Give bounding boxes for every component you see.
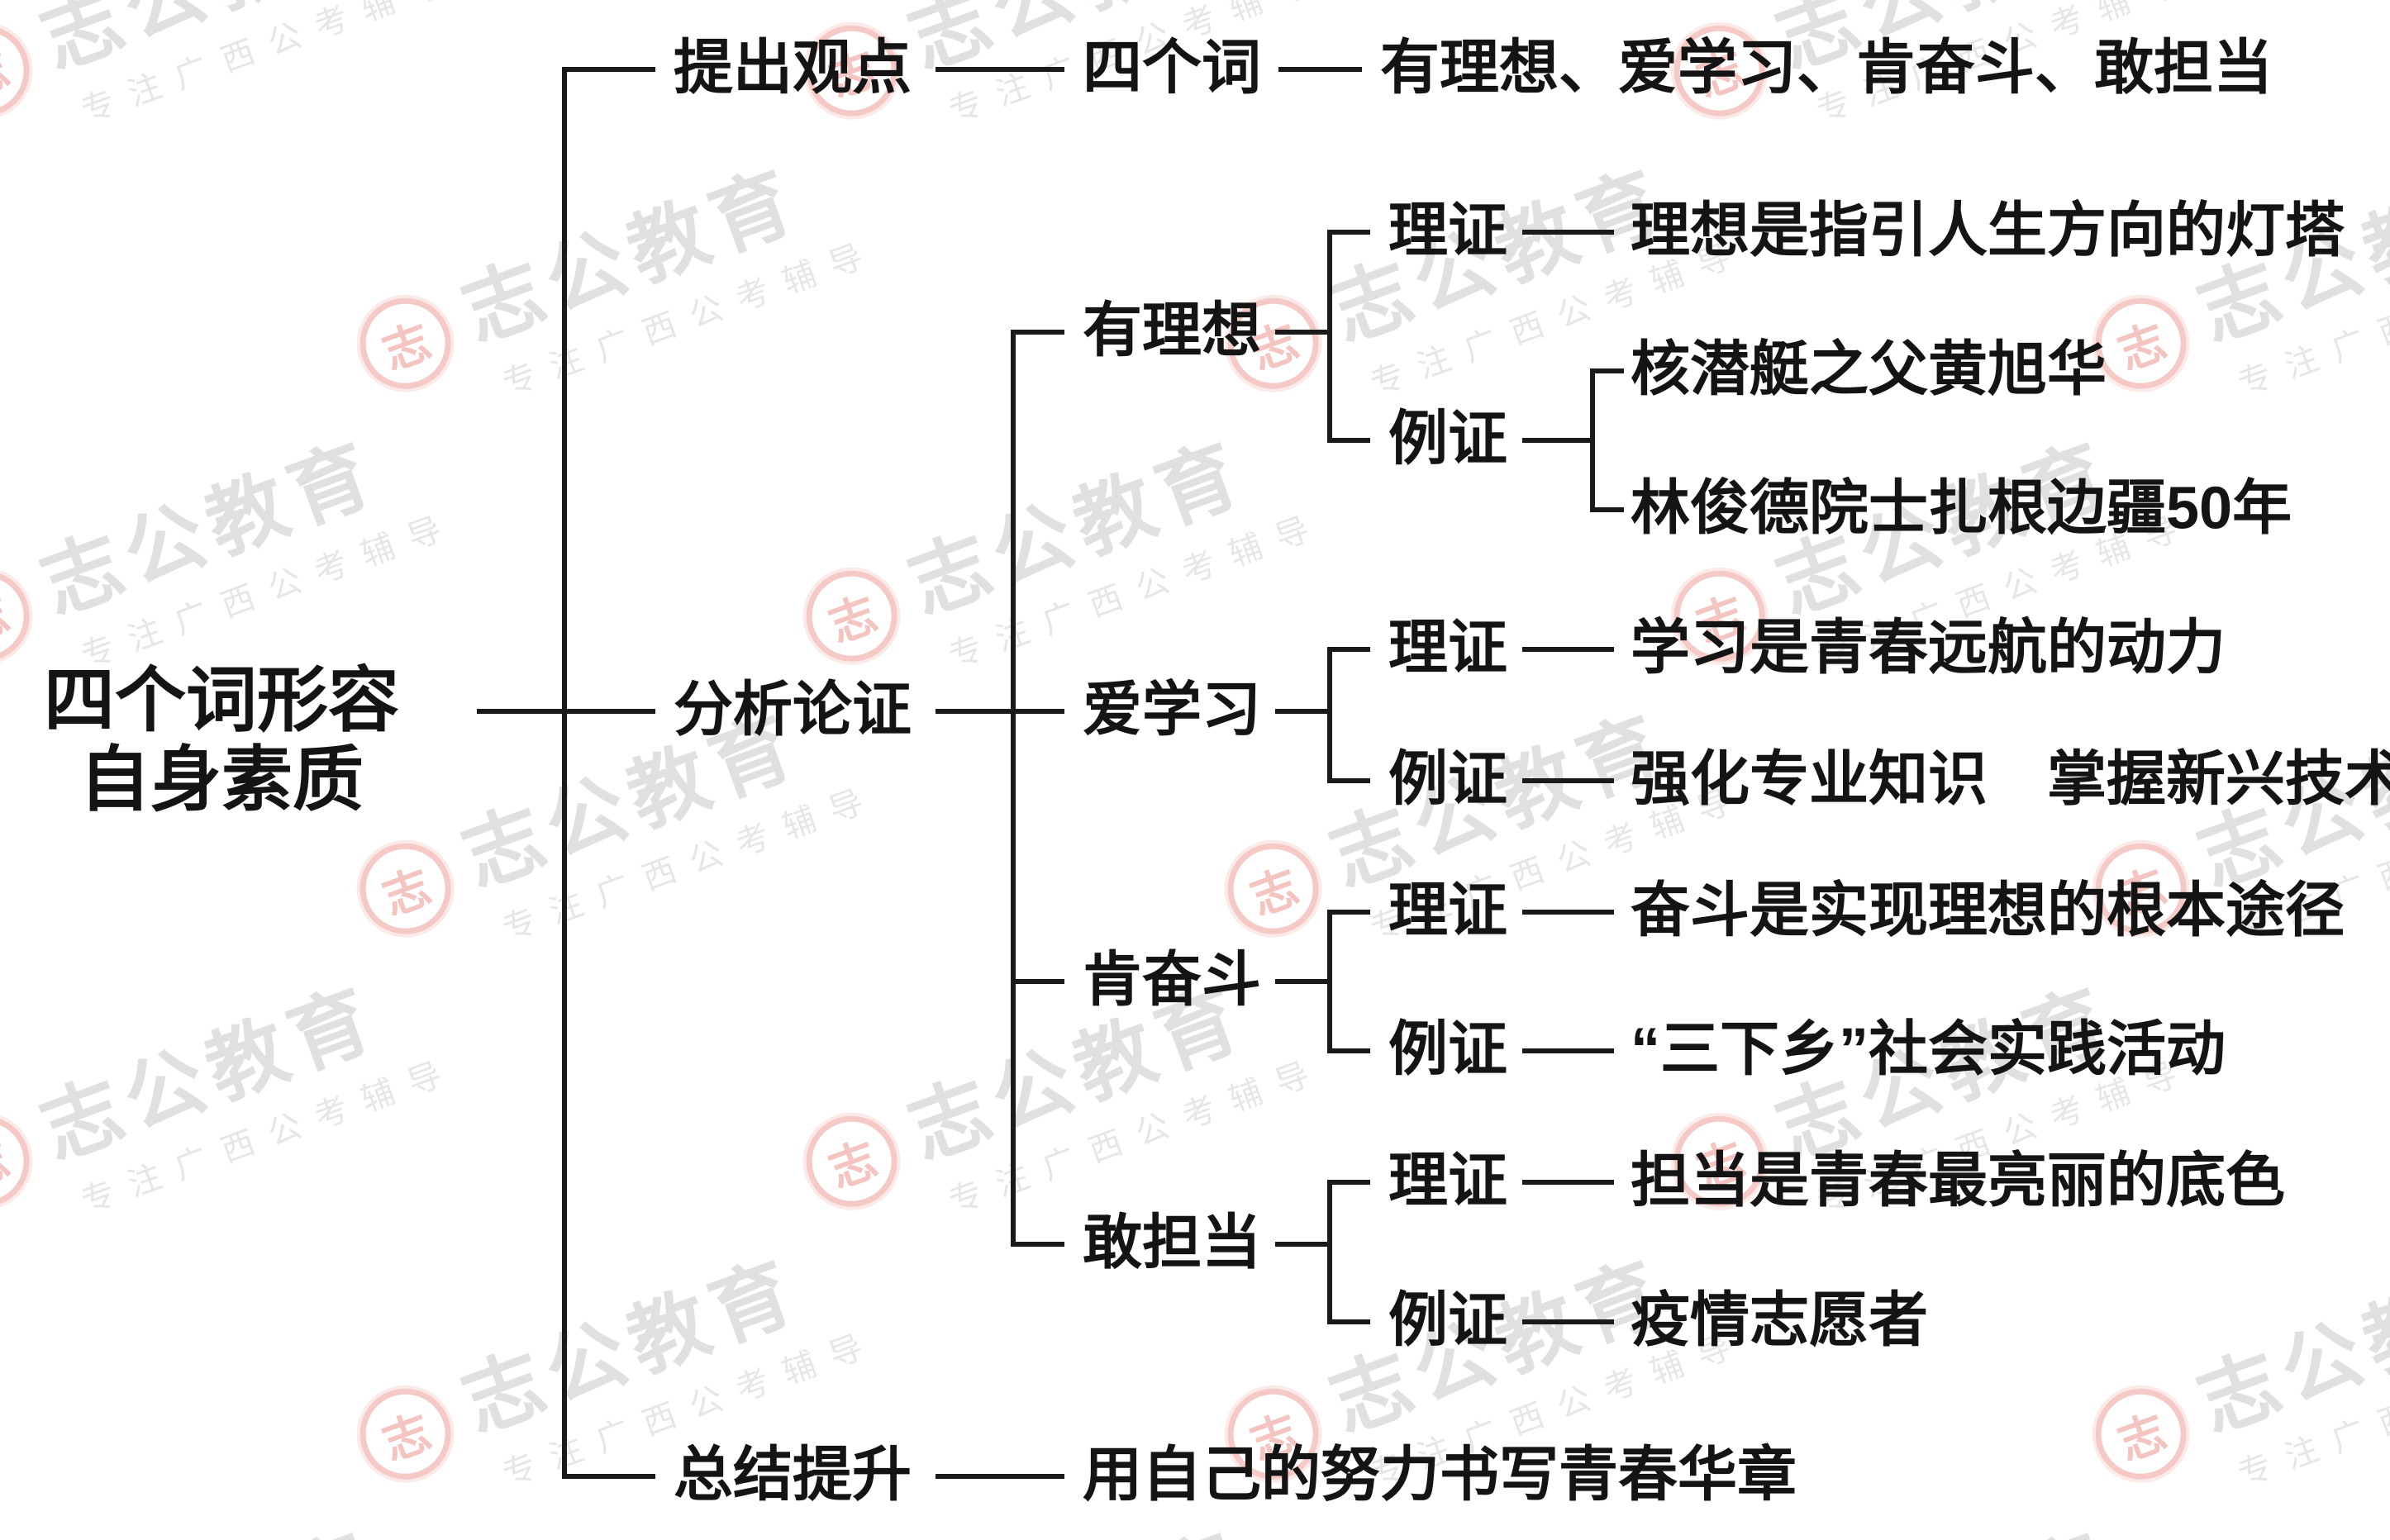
node-four-words: 四个词: [1083, 35, 1262, 102]
leaf-example-huang-xuhua: 核潜艇之父黄旭华: [1631, 336, 2107, 403]
root-node-line2: 自身素质: [79, 740, 364, 820]
label-example-1: 例证: [1388, 406, 1508, 473]
leaf-example-volunteers: 疫情志愿者: [1631, 1287, 1929, 1354]
leaf-reason-learning: 学习是青春远航的动力: [1631, 615, 2226, 682]
section-dare-responsibility: 敢担当: [1083, 1210, 1262, 1276]
leaf-summary: 用自己的努力书写青春华章: [1083, 1442, 1797, 1509]
root-node: 四个词形容 自身素质: [23, 661, 420, 820]
leaf-reason-responsibility: 担当是青春最亮丽的底色: [1631, 1148, 2286, 1214]
label-reason-3: 理证: [1388, 877, 1508, 944]
leaf-example-strive: “三下乡”社会实践活动: [1631, 1016, 2226, 1083]
branch-propose-viewpoint: 提出观点: [674, 35, 912, 102]
label-example-2: 例证: [1388, 746, 1508, 813]
branch-summary-uplift: 总结提升: [674, 1442, 912, 1509]
section-have-ideals: 有理想: [1083, 297, 1262, 364]
leaf-reason-strive: 奋斗是实现理想的根本途径: [1631, 877, 2345, 944]
leaf-example-lin-junde: 林俊德院士扎根边疆50年: [1631, 475, 2292, 542]
leaf-four-words-list: 有理想、爱学习、肯奋斗、敢担当: [1380, 35, 2273, 102]
label-example-3: 例证: [1388, 1016, 1508, 1083]
leaf-reason-ideals: 理想是指引人生方向的灯塔: [1631, 197, 2345, 264]
root-node-line1: 四个词形容: [44, 661, 399, 740]
section-willing-to-strive: 肯奋斗: [1083, 947, 1262, 1014]
label-reason-2: 理证: [1388, 615, 1508, 682]
connector-line-group: [477, 67, 1624, 1479]
branch-analysis-argument: 分析论证: [674, 677, 912, 744]
label-reason-4: 理证: [1388, 1148, 1508, 1214]
label-example-4: 例证: [1388, 1287, 1508, 1354]
label-reason-1: 理证: [1388, 197, 1508, 264]
section-love-learning: 爱学习: [1083, 677, 1262, 744]
leaf-example-learning: 强化专业知识 掌握新兴技术: [1631, 746, 2390, 813]
